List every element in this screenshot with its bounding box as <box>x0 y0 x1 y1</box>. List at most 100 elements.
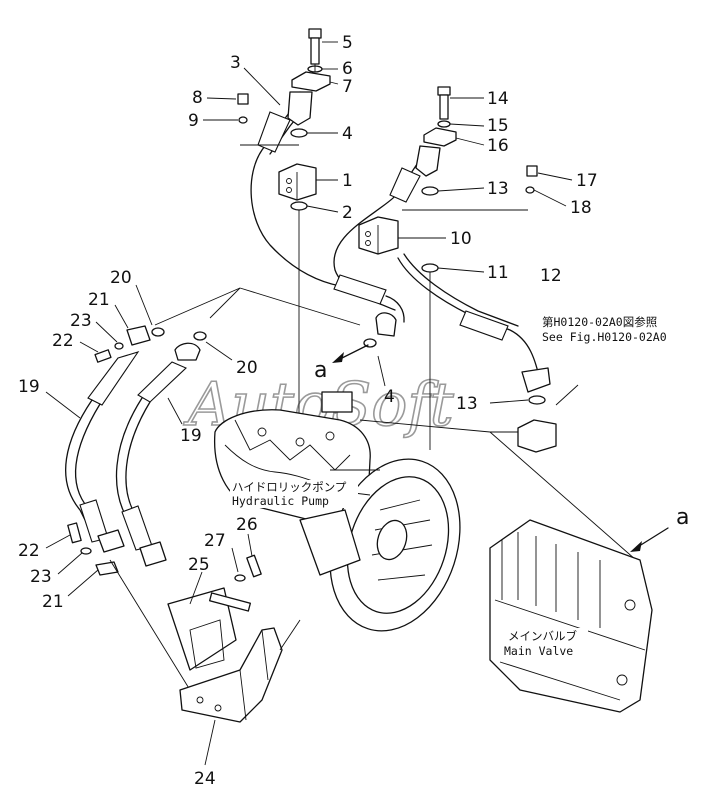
washer-23 <box>114 342 124 350</box>
part-number-13: 13 <box>487 179 509 199</box>
main-valve-body <box>489 519 653 713</box>
leader-25 <box>189 571 203 605</box>
hose-19b <box>115 397 143 521</box>
connector-block-10 <box>358 216 399 255</box>
valve-seam-2 <box>499 661 621 701</box>
washer-9 <box>238 116 248 124</box>
part-number-27: 27 <box>204 531 226 551</box>
block-1-hole <box>286 178 292 184</box>
part-number-4b: 4 <box>384 387 395 407</box>
washer-27 <box>234 574 246 582</box>
leader-22b <box>45 534 71 549</box>
part-number-25: 25 <box>188 555 210 575</box>
washer-15 <box>437 120 451 128</box>
part-number-4: 4 <box>342 124 353 144</box>
bracket-hole-2 <box>214 704 222 712</box>
connector-block-1 <box>278 163 317 201</box>
hose-12 <box>397 253 579 453</box>
washer-18 <box>525 186 535 194</box>
hose-flange-bottom-a <box>97 529 125 553</box>
part-number-24: 24 <box>194 769 216 789</box>
leader-20b <box>209 287 241 319</box>
leader-20c <box>205 341 233 361</box>
leader-15 <box>449 123 485 127</box>
split-flange-7 <box>291 71 331 92</box>
leader-13 <box>437 187 485 192</box>
part-numbers: 5 6 7 3 8 9 4 1 2 14 15 16 13 10 11 12 1… <box>18 33 598 789</box>
pump-neck <box>299 509 361 576</box>
bolt-head-5 <box>308 28 322 39</box>
hose-19b-sleeve <box>137 361 187 403</box>
o-ring-20b <box>193 331 207 341</box>
leader-3 <box>243 67 281 106</box>
leader-lines <box>45 41 573 766</box>
main-valve <box>489 519 653 713</box>
pump-bolt-2 <box>295 437 305 447</box>
leader-to-bracket <box>109 559 191 691</box>
bracket-bolt <box>208 592 252 612</box>
part-number-26: 26 <box>236 515 258 535</box>
hose-12-end <box>521 367 551 393</box>
bolt-shank-5 <box>310 37 320 65</box>
leader-17 <box>537 172 573 181</box>
bracket-hole-1 <box>196 696 204 704</box>
block-10-hole <box>365 231 371 237</box>
washer-23b <box>80 547 92 555</box>
leader-22 <box>79 341 99 353</box>
callout-letter-a-left: a <box>314 358 327 383</box>
bolt-26 <box>246 554 262 578</box>
bracket-24-edge <box>239 629 269 721</box>
bracket-plate-25 <box>167 587 237 671</box>
leader-pump-valve-2 <box>489 431 637 561</box>
hose-19b-b <box>125 401 151 517</box>
right-fitting-assembly <box>333 86 538 450</box>
bolt-shank-14 <box>439 94 449 120</box>
o-ring-2 <box>290 201 308 211</box>
leader-19b <box>167 397 183 425</box>
part-number-9: 9 <box>188 111 199 131</box>
part-number-19b: 19 <box>180 426 202 446</box>
pump-bracket <box>167 554 301 723</box>
arrowhead-a-left <box>332 352 344 363</box>
bolt-22b <box>67 522 82 544</box>
bracket-plate-cutout <box>189 619 225 669</box>
part-number-13b: 13 <box>456 394 478 414</box>
leader-2 <box>306 205 339 213</box>
part-number-6: 6 <box>342 59 353 79</box>
coupling-hub <box>376 519 408 561</box>
pump-bolt-3 <box>325 431 335 441</box>
part-number-8: 8 <box>192 88 203 108</box>
hose-19a <box>65 399 93 521</box>
valve-spools <box>501 532 601 628</box>
valve-port-block <box>517 419 557 453</box>
hose-3-elbow <box>287 91 313 126</box>
pump-label-bg <box>230 480 358 508</box>
left-fitting-assembly <box>237 28 341 440</box>
split-flange-16 <box>423 127 457 147</box>
bolt-22 <box>94 349 112 363</box>
o-ring-20 <box>151 327 165 337</box>
split-flange-21b <box>95 561 119 576</box>
bolt-head-14 <box>437 86 451 96</box>
part-number-17: 17 <box>576 171 598 191</box>
part-number-7: 7 <box>342 77 353 97</box>
part-number-15: 15 <box>487 116 509 136</box>
leader-26 <box>247 533 253 557</box>
part-number-20: 20 <box>110 268 132 288</box>
callout-letter-a-right: a <box>676 505 689 530</box>
see-fig-label-en: See Fig.H0120-02A0 <box>542 330 667 344</box>
part-number-11: 11 <box>487 263 509 283</box>
part-number-23: 23 <box>70 311 92 331</box>
leader-12 <box>555 384 579 406</box>
o-ring-4 <box>290 128 308 138</box>
hydraulic-pump-label-jp: ハイドロリックポンプ <box>232 480 347 494</box>
hose-flange-bottom-b <box>139 541 167 567</box>
part-number-5: 5 <box>342 33 353 53</box>
leader-21 <box>114 304 129 329</box>
part-number-3: 3 <box>230 53 241 73</box>
hose-to-pump <box>385 295 405 323</box>
leader-21b <box>67 569 99 597</box>
leader-20a <box>135 284 153 326</box>
